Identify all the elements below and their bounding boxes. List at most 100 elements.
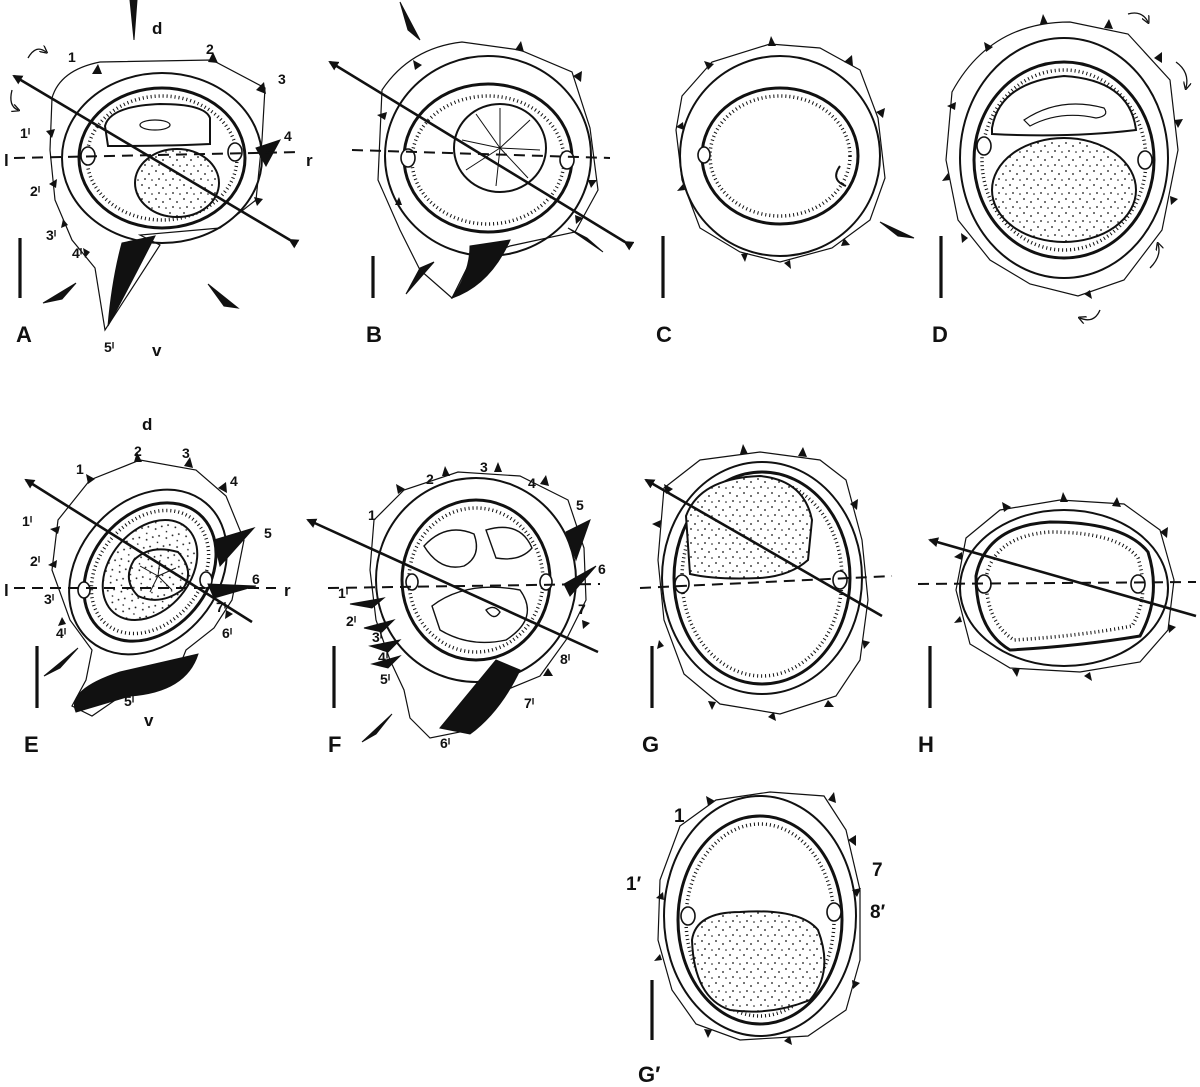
panel-d-rotation-arrow-3	[1149, 244, 1159, 269]
panel-a-ventral: v	[152, 341, 162, 360]
panel-d-nucleus	[1023, 103, 1107, 127]
panel-f-num-1i: 1ᴵ	[338, 585, 348, 601]
panel-d-pore-right	[1137, 150, 1153, 170]
panel-f-num-2: 2	[426, 471, 434, 487]
panel-f-keel-r6	[563, 565, 597, 597]
panel-c-hatched-ring	[708, 94, 852, 218]
panel-f-num-7: 7	[578, 601, 586, 617]
panel-g-apical-axis-arrow	[644, 478, 883, 618]
panel-h-pore-right	[1130, 574, 1146, 594]
panel-f-keel-ventral	[439, 659, 521, 735]
panel-g-outer-wall	[657, 451, 869, 715]
panel-d-wall-ring	[959, 37, 1169, 279]
panel-g-prime-num-1-prime: 1′	[626, 874, 642, 895]
panel-g-prime-wall-ring	[663, 795, 857, 1037]
panel-e: E d v l r 1 2 3 4 5 6 1ᴵ 2ᴵ 3ᴵ 4ᴵ 5ᴵ 6ᴵ …	[4, 415, 291, 757]
panel-e-left: l	[4, 581, 9, 600]
panel-b-keel	[450, 239, 511, 299]
panel-h-label: H	[918, 732, 934, 757]
panel-b-label: B	[366, 322, 382, 347]
panel-e-inner-loop	[127, 548, 189, 601]
panel-e-apical-axis-arrow	[24, 478, 253, 624]
panel-c-arrowhead	[879, 221, 915, 239]
panel-g-transverse-axis	[639, 575, 893, 589]
panel-e-num-4: 4	[230, 473, 238, 489]
panel-e-arrowhead	[43, 647, 79, 677]
panel-f-keel-right	[565, 519, 591, 562]
panel-e-num-1: 1	[76, 461, 84, 477]
panel-c-label: C	[656, 322, 672, 347]
panel-f-num-7i: 7ᴵ	[524, 695, 534, 711]
panel-a-label: A	[16, 322, 32, 347]
panel-g-stippled-body	[684, 474, 814, 580]
panel-f-num-2i: 2ᴵ	[346, 613, 356, 629]
panel-g-prime-stippled-body	[690, 910, 826, 1013]
panel-f-label: F	[328, 732, 341, 757]
panel-e-num-5: 5	[264, 525, 272, 541]
panel-a-stippled-body	[134, 148, 220, 218]
panel-f-num-5i: 5ᴵ	[380, 671, 390, 687]
panel-a-nucleus	[139, 119, 171, 131]
panel-e-num-1i: 1ᴵ	[22, 513, 32, 529]
panel-e-num-6i: 6ᴵ	[222, 625, 232, 641]
panel-g-pore-right	[832, 570, 848, 590]
panel-g-prime-spines	[654, 792, 861, 1045]
panel-a-num-3i: 3ᴵ	[46, 227, 56, 243]
panel-f-num-5: 5	[576, 497, 584, 513]
panel-d-upper-body	[991, 74, 1138, 137]
panel-b-arrowhead-top	[399, 1, 421, 41]
panel-g-prime-inner-ring	[676, 814, 844, 1026]
panel-d-outer-wall	[945, 21, 1179, 297]
panel-e-num-6: 6	[252, 571, 260, 587]
panel-e-num-3: 3	[182, 445, 190, 461]
panel-f-num-3i: 3ᴵ	[372, 629, 382, 645]
panel-b-hatched-ring	[410, 94, 566, 226]
panel-b-central-rays	[461, 108, 541, 187]
panel-d-rotation-arrow-1	[1127, 12, 1148, 22]
panel-g-prime-num-8-prime: 8′	[870, 902, 886, 923]
panel-g: G	[639, 444, 893, 757]
panel-e-num-2i: 2ᴵ	[30, 553, 40, 569]
panel-h-outer-wall	[955, 499, 1175, 673]
panel-b: B	[328, 1, 635, 347]
panel-e-keel-ventral	[74, 653, 199, 713]
panel-c-wall-ring	[679, 55, 881, 257]
panel-g-inner-ring	[672, 470, 852, 686]
panel-f-inner-ring	[400, 498, 552, 662]
panel-b-arrowhead-right	[567, 227, 604, 253]
panel-f-arrowhead	[361, 713, 393, 743]
panel-e-num-2: 2	[134, 443, 142, 459]
panel-a-num-3: 3	[278, 71, 286, 87]
panel-a-keel	[107, 235, 156, 327]
panel-c-pore-left	[697, 146, 711, 164]
panel-h-inner-ring	[974, 520, 1155, 652]
panel-f: F 1 2 3 4 5 6 7 1ᴵ 2ᴵ 3ᴵ 4ᴵ 5ᴵ 6ᴵ 7ᴵ 8ᴵ	[306, 459, 606, 757]
panel-e-right: r	[284, 581, 291, 600]
panel-g-label: G	[642, 732, 659, 757]
panel-c-inner-ring	[700, 86, 860, 226]
panel-f-num-1: 1	[368, 507, 376, 523]
panel-a-num-1i: 1ᴵ	[20, 125, 30, 141]
panel-c-right-fold	[835, 165, 847, 187]
panel-d-spines	[942, 14, 1183, 299]
panel-a: A d v l r 1 2 3 4 1ᴵ 2ᴵ 3ᴵ 4ᴵ 5ᴵ	[4, 0, 313, 360]
panel-a-arrowhead-top	[129, 0, 138, 41]
panel-a-num-2i: 2ᴵ	[30, 183, 40, 199]
panel-e-num-3i: 3ᴵ	[44, 591, 54, 607]
panel-h-transverse-axis	[917, 581, 1197, 585]
panel-a-arrowhead-left	[42, 282, 77, 304]
panel-f-num-4i: 4ᴵ	[378, 649, 388, 665]
panel-g-pore-left	[674, 574, 690, 594]
panel-f-transverse-axis	[327, 583, 601, 589]
panel-d-rotation-arrow-2	[1175, 61, 1187, 88]
panel-a-left: l	[4, 151, 9, 170]
panel-e-keel-r6	[207, 583, 257, 599]
panel-f-cytoplasm	[423, 526, 533, 644]
panel-h-wall-ring	[959, 509, 1169, 667]
panel-d-inner-ring	[972, 60, 1156, 260]
panel-a-num-1: 1	[68, 49, 76, 65]
panel-a-dorsal: d	[152, 19, 162, 38]
panel-e-label: E	[24, 732, 39, 757]
panel-e-pore-left	[77, 581, 91, 599]
panel-d-rotation-arrow-4	[1080, 309, 1101, 320]
